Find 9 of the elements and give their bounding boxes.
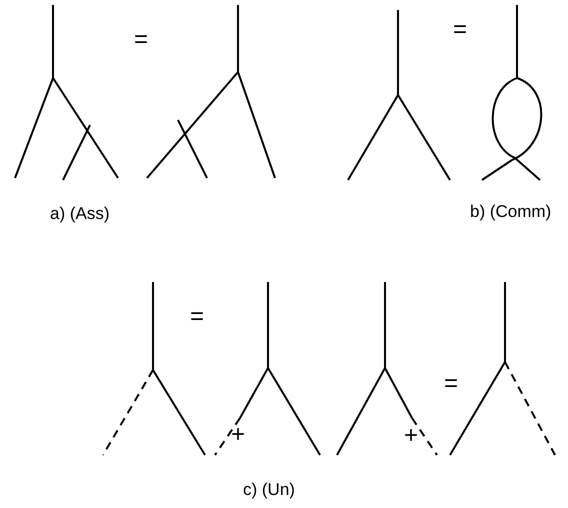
caption: b) (Comm)	[470, 203, 552, 220]
plus-sign: +	[404, 424, 418, 448]
equals-sign: =	[444, 372, 458, 396]
caption: a) (Ass)	[50, 205, 110, 222]
caption: c) (Un)	[243, 481, 295, 498]
equals-sign: =	[134, 28, 148, 52]
plus-sign: +	[231, 423, 246, 447]
equals-sign: =	[453, 18, 468, 42]
equals-sign: =	[190, 305, 204, 329]
